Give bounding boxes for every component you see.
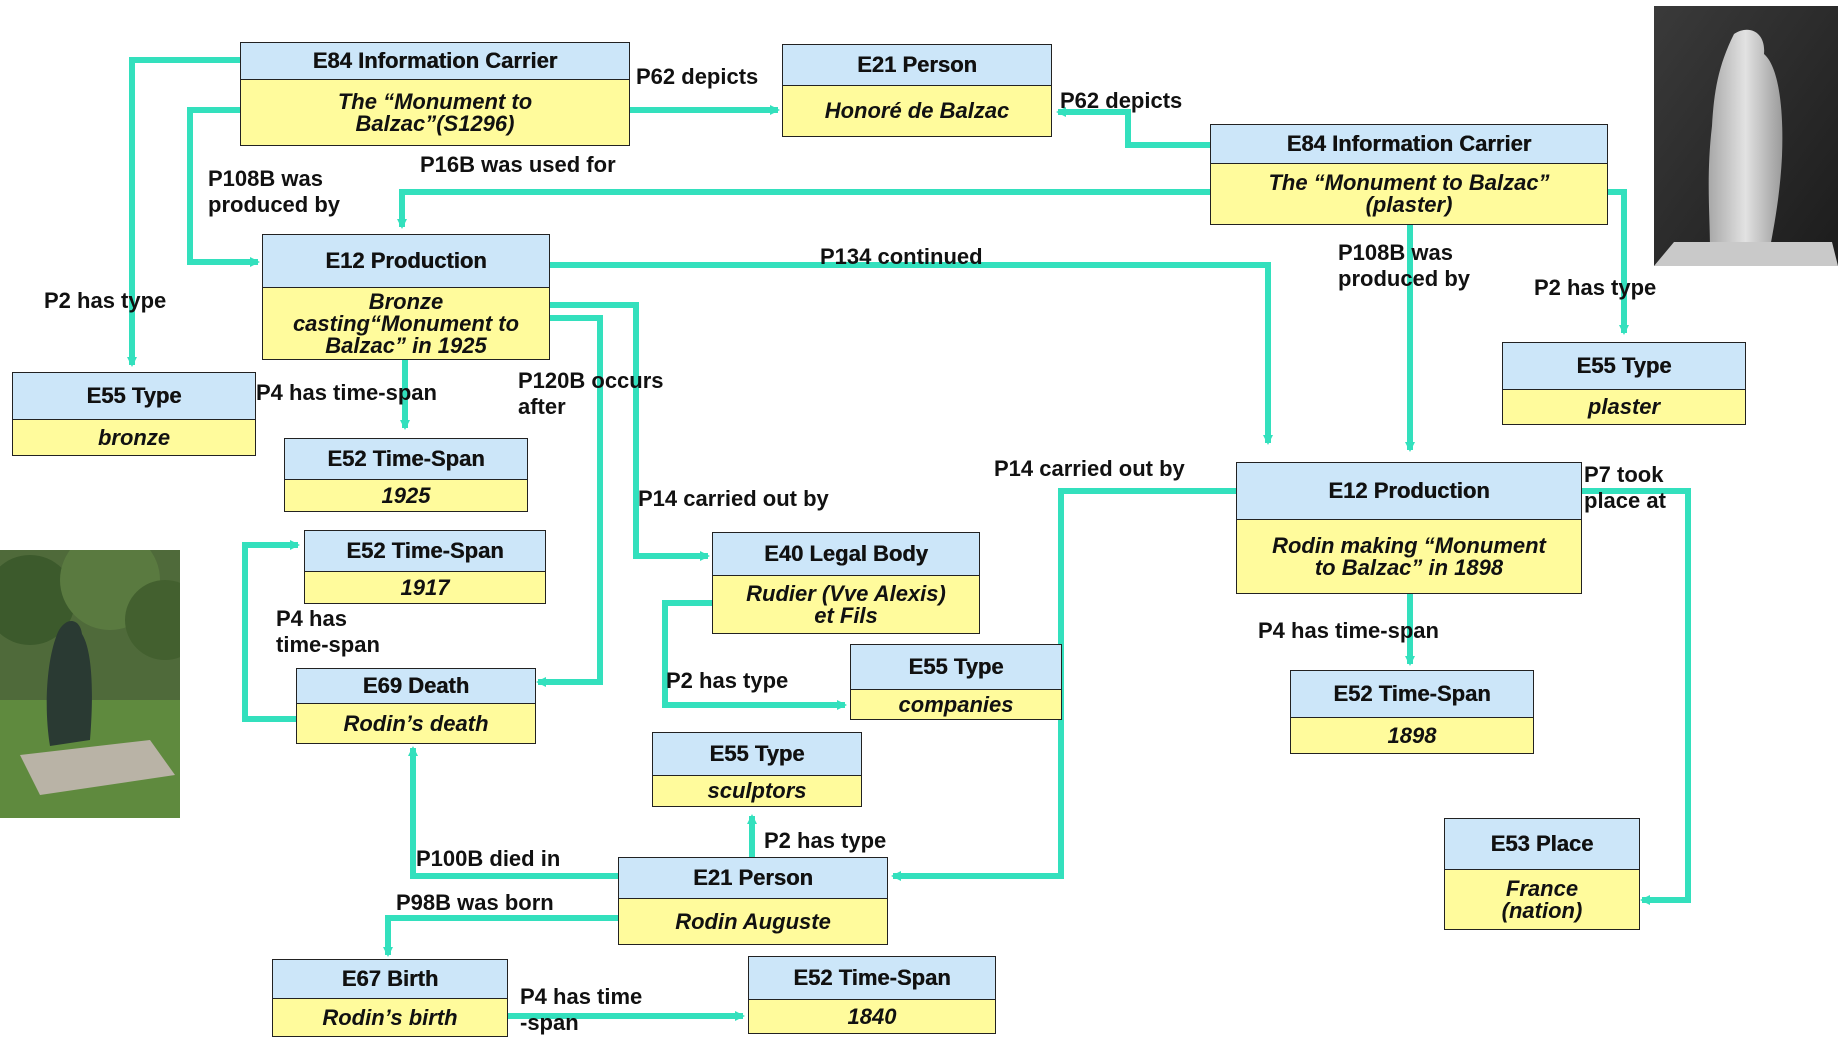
node-instance: Bronze casting“Monument to Balzac” in 19… [263, 288, 549, 359]
node-instance: 1925 [285, 480, 527, 511]
node-instance: The “Monument to Balzac”(S1296) [241, 80, 629, 145]
node-class: E55 Type [13, 373, 255, 420]
bronze-sculpture-garden-photo [0, 550, 180, 818]
node-e52-time-span-1840[interactable]: E52 Time-Span 1840 [748, 956, 996, 1034]
edge-label-p7: P7 took place at [1584, 462, 1666, 513]
edge-label-p2-sculptors: P2 has type [764, 828, 887, 853]
edge-label-p62-depicts-1: P62 depicts [636, 64, 759, 89]
node-class: E12 Production [1237, 463, 1581, 520]
node-instance: The “Monument to Balzac” (plaster) [1211, 164, 1607, 224]
edge-label-p62-depicts-2: P62 depicts [1060, 88, 1183, 113]
edge-label-p14-legal: P14 carried out by [638, 486, 829, 511]
node-e84-information-carrier-s1296[interactable]: E84 Information Carrier The “Monument to… [240, 42, 630, 146]
node-instance: Rudier (Vve Alexis) et Fils [713, 576, 979, 633]
node-instance: Rodin making “Monument to Balzac” in 189… [1237, 520, 1581, 593]
node-e21-person-balzac[interactable]: E21 Person Honoré de Balzac [782, 44, 1052, 137]
edge-p2-companies [662, 600, 847, 710]
edge-p2-type-plaster [1608, 189, 1629, 335]
node-e69-death[interactable]: E69 Death Rodin’s death [296, 668, 536, 744]
node-class: E53 Place [1445, 819, 1639, 870]
node-class: E52 Time-Span [305, 531, 545, 572]
edge-label-p108b-right: P108B was produced by [1338, 240, 1471, 291]
edge-p7 [1582, 488, 1691, 905]
node-e55-type-plaster[interactable]: E55 Type plaster [1502, 342, 1746, 425]
edge-label-p14-rodin: P14 carried out by [994, 456, 1185, 481]
edge-p16b [397, 189, 1210, 229]
edge-p4-1917 [242, 540, 300, 722]
node-instance: plaster [1503, 390, 1745, 424]
node-class: E12 Production [263, 235, 549, 288]
node-e52-time-span-1925[interactable]: E52 Time-Span 1925 [284, 438, 528, 512]
edge-label-p2-type-bronze: P2 has type [44, 288, 167, 313]
node-e21-person-rodin[interactable]: E21 Person Rodin Auguste [618, 857, 888, 945]
node-class: E52 Time-Span [1291, 671, 1533, 718]
node-instance: sculptors [653, 776, 861, 806]
edge-label-p4-1840: P4 has time -span [520, 984, 643, 1035]
node-e55-type-companies[interactable]: E55 Type companies [850, 644, 1062, 720]
node-class: E55 Type [1503, 343, 1745, 390]
node-class: E55 Type [851, 645, 1061, 690]
edge-label-p2-companies: P2 has type [666, 668, 789, 693]
node-instance: bronze [13, 420, 255, 455]
edge-label-p4-1917: P4 has time-span [276, 606, 380, 657]
node-class: E69 Death [297, 669, 535, 704]
node-e53-place-france[interactable]: E53 Place France (nation) [1444, 818, 1640, 930]
edge-label-p100b: P100B died in [416, 846, 561, 871]
node-e12-production-1898[interactable]: E12 Production Rodin making “Monument to… [1236, 462, 1582, 594]
edge-label-p120b: P120B occurs after [518, 368, 664, 419]
edge-label-p16b: P16B was used for [420, 152, 616, 177]
node-instance: Rodin’s birth [273, 999, 507, 1036]
node-class: E21 Person [783, 45, 1051, 86]
node-e52-time-span-1917[interactable]: E52 Time-Span 1917 [304, 530, 546, 604]
plaster-sculpture-photo [1654, 6, 1838, 266]
edge-p98b [383, 915, 618, 957]
node-e84-information-carrier-plaster[interactable]: E84 Information Carrier The “Monument to… [1210, 124, 1608, 225]
node-class: E52 Time-Span [749, 957, 995, 1000]
node-instance: 1898 [1291, 718, 1533, 753]
node-e67-birth[interactable]: E67 Birth Rodin’s birth [272, 959, 508, 1037]
node-instance: Rodin’s death [297, 704, 535, 743]
node-class: E84 Information Carrier [1211, 125, 1607, 164]
edge-label-p4-1925: P4 has time-span [256, 380, 437, 405]
edge-p108b-left [187, 107, 260, 267]
node-instance: 1840 [749, 1000, 995, 1033]
edge-label-p108b-left: P108B was produced by [208, 166, 341, 217]
edge-p62-depicts-2 [1056, 107, 1210, 148]
node-instance: companies [851, 690, 1061, 719]
node-instance: Honoré de Balzac [783, 86, 1051, 136]
node-instance: France (nation) [1445, 870, 1639, 929]
node-e55-type-bronze[interactable]: E55 Type bronze [12, 372, 256, 456]
node-class: E52 Time-Span [285, 439, 527, 480]
node-class: E67 Birth [273, 960, 507, 999]
node-e12-production-1925[interactable]: E12 Production Bronze casting“Monument t… [262, 234, 550, 360]
edge-p2-type-bronze [127, 57, 240, 367]
edge-p120b [536, 315, 603, 687]
node-instance: Rodin Auguste [619, 899, 887, 944]
edge-label-p4-1898: P4 has time-span [1258, 618, 1439, 643]
edge-p134 [550, 262, 1273, 445]
edge-label-p134: P134 continued [820, 244, 983, 269]
edge-label-p2-type-plaster: P2 has type [1534, 275, 1657, 300]
node-class: E21 Person [619, 858, 887, 899]
edge-p14-legal [550, 302, 710, 561]
node-e40-legal-body[interactable]: E40 Legal Body Rudier (Vve Alexis) et Fi… [712, 532, 980, 634]
node-e52-time-span-1898[interactable]: E52 Time-Span 1898 [1290, 670, 1534, 754]
node-e55-type-sculptors[interactable]: E55 Type sculptors [652, 732, 862, 807]
node-class: E84 Information Carrier [241, 43, 629, 80]
edge-label-p98b: P98B was born [396, 890, 554, 915]
node-class: E55 Type [653, 733, 861, 776]
edge-p100b [408, 746, 618, 879]
node-instance: 1917 [305, 572, 545, 603]
node-class: E40 Legal Body [713, 533, 979, 576]
